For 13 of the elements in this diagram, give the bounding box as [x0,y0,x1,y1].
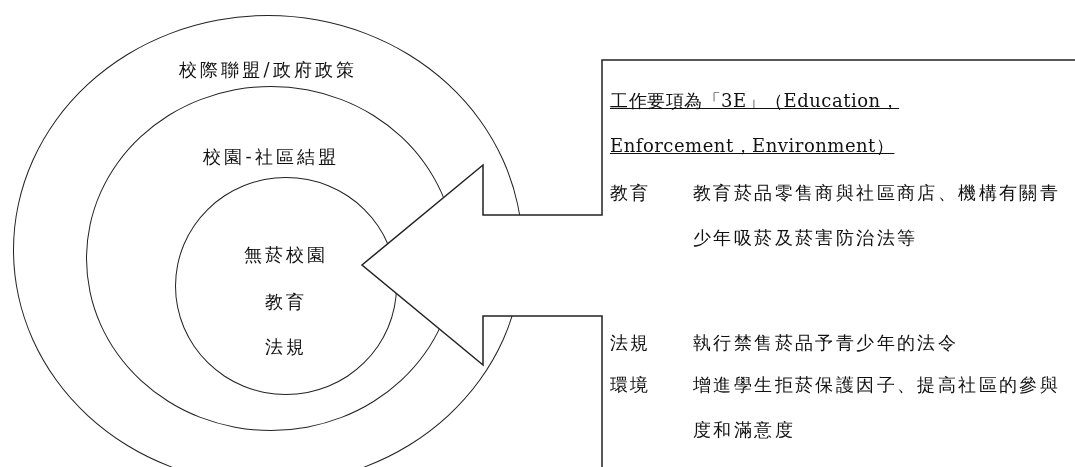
circle-label: 校際聯盟/政府政策 [179,58,357,82]
circle-label: 法規 [265,335,307,359]
description-text: 教育菸品零售商與社區商店、機構有關青少年吸菸及菸害防治法等 [693,181,1062,250]
term-label: 環境 [610,373,652,397]
description-text: 增進學生拒菸保護因子、提高社區的參與度和滿意度 [693,373,1062,442]
circle-label: 校園-社區結盟 [203,145,339,169]
description-text: 執行禁售菸品予青少年的法令 [693,331,960,355]
arrow-callout [360,58,1075,467]
circle-label: 無菸校園 [244,243,328,267]
circle-label: 教育 [265,290,307,314]
term-label: 法規 [610,331,652,355]
term-label: 教育 [610,181,652,205]
heading-text: 工作要項為「3E」（Education，Enforcement，Environment） [610,89,901,158]
